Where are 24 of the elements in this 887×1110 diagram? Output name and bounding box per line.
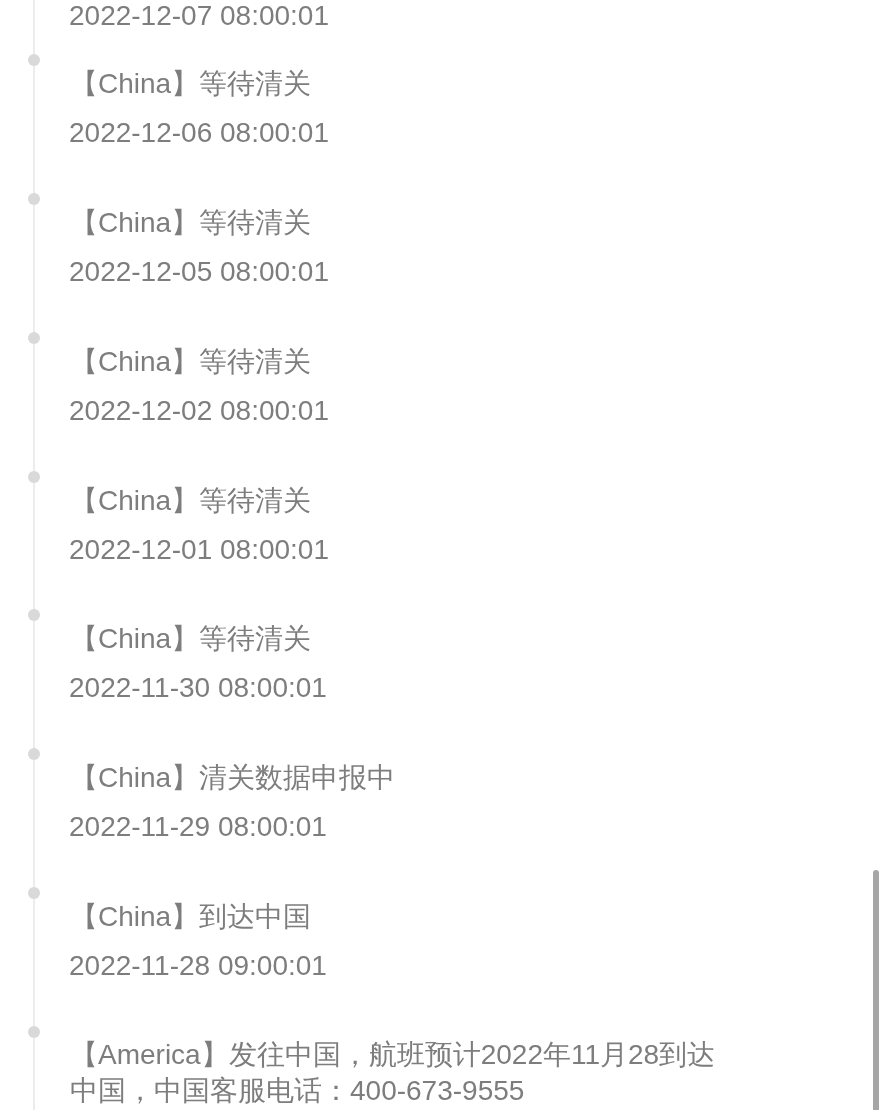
timeline-dot [28, 471, 40, 483]
timestamp: 2022-12-06 08:00:01 [69, 116, 329, 150]
timeline-dot [28, 332, 40, 344]
timeline-dot [28, 609, 40, 621]
timeline-dot [28, 1026, 40, 1038]
status-text: 【China】到达中国 [70, 900, 312, 934]
timeline-dot [28, 193, 40, 205]
timestamp: 2022-11-30 08:00:01 [69, 671, 327, 705]
status-text: 【China】等待清关 [70, 67, 312, 101]
timestamp: 2022-12-05 08:00:01 [69, 255, 329, 289]
timestamp: 2022-12-02 08:00:01 [69, 394, 329, 428]
status-text: 【China】清关数据申报中 [70, 761, 396, 795]
status-text: 【America】发往中国，航班预计2022年11月28到达中国，中国客服电话：400-673-9555 [70, 1038, 717, 1108]
status-text: 【China】等待清关 [70, 622, 312, 656]
timestamp: 2022-11-28 09:00:01 [69, 949, 327, 983]
timeline-dot [28, 887, 40, 899]
timestamp: 2022-11-29 08:00:01 [69, 810, 327, 844]
status-text: 【China】等待清关 [70, 484, 312, 518]
timestamp: 2022-12-01 08:00:01 [69, 533, 329, 567]
status-text: 【China】等待清关 [70, 206, 312, 240]
status-text: 【China】等待清关 [70, 345, 312, 379]
timeline-dot [28, 748, 40, 760]
timeline-dot [28, 54, 40, 66]
timestamp: 2022-12-07 08:00:01 [69, 0, 329, 32]
